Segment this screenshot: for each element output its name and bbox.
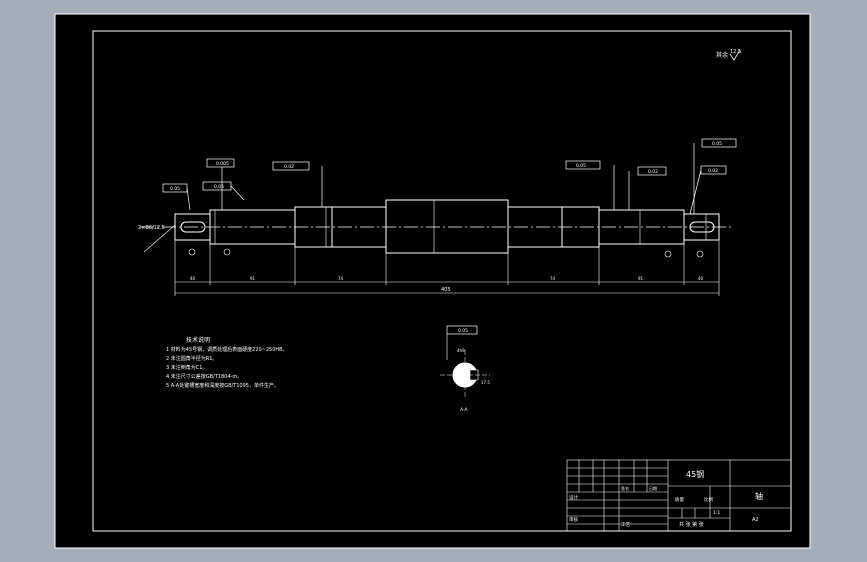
tol-5: 0.05 <box>576 163 586 169</box>
left-callout: 2×B6/12.5 <box>138 225 165 231</box>
spec-title: 技术说明 <box>186 336 210 344</box>
section-dim-1: 4h9 <box>457 348 465 353</box>
spec-line-2: 2 未注圆角半径为R1。 <box>166 355 217 362</box>
tol-6: 0.02 <box>648 169 658 175</box>
paper <box>54 13 811 549</box>
spec-line-3: 3 未注倒角为C1。 <box>166 364 207 371</box>
title-part-name: 轴 <box>755 491 763 501</box>
roughness-note-value: 12.5 <box>730 49 741 55</box>
technical-spec: 技术说明 1 材料为45号钢，调质处理后表面硬度220~250HB。 2 未注圆… <box>166 336 288 389</box>
tol-1: 0.05 <box>170 186 180 192</box>
title-material: 45钢 <box>686 469 704 479</box>
dim-seg-2: 91 <box>250 276 256 281</box>
title-drawing-no: A2 <box>752 517 759 523</box>
title-scale: 1:1 <box>713 510 720 516</box>
dim-seg-4: 74 <box>550 276 556 281</box>
tol-3: 0.005 <box>216 161 229 167</box>
section-tolerance-frame <box>446 325 478 335</box>
roughness-note-label: 其余 <box>716 51 728 59</box>
roughness-note: 其余 12.5 <box>716 49 741 61</box>
title-sign-col: 签名 <box>621 485 629 491</box>
spec-line-1: 1 材料为45号钢，调质处理后表面硬度220~250HB。 <box>166 346 288 353</box>
extension-lines <box>174 240 720 296</box>
tolerance-frames <box>162 138 737 215</box>
title-sheet-info: 共 张 第 张 <box>679 521 704 528</box>
roughness-symbol <box>729 49 741 61</box>
dim-seg-3: 74 <box>338 276 344 281</box>
dimension-lines <box>175 281 719 294</box>
spec-line-5: 5 A-A处键槽宽度和深度按GB/T1095，单件生产。 <box>166 382 279 389</box>
section-dim-2: 17.5 <box>481 380 490 385</box>
tol-7: 0.05 <box>712 141 722 147</box>
tol-8: 0.02 <box>708 168 718 174</box>
dim-seg-6: 40 <box>698 276 704 281</box>
dim-seg-5: 91 <box>638 276 644 281</box>
title-date-col: 日期 <box>649 485 657 491</box>
datum-markers <box>188 248 704 258</box>
drawing-frame <box>92 30 792 532</box>
tol-4: 0.02 <box>284 164 294 170</box>
section-tolerance: 0.05 <box>458 328 468 334</box>
title-scale-label: 比例 <box>704 496 713 503</box>
title-process: 工艺 <box>621 522 630 528</box>
diameter-dims <box>214 200 707 253</box>
dim-seg-1: 40 <box>190 276 196 281</box>
title-block <box>566 459 792 532</box>
dim-overall: 405 <box>441 287 451 293</box>
spec-line-4: 4 未注尺寸公差按GB/T1804-m。 <box>166 373 242 380</box>
title-designer: 设计 <box>569 494 578 501</box>
tol-2: 0.05 <box>214 184 224 190</box>
title-checker: 审核 <box>569 516 578 523</box>
title-mass-label: 质量 <box>675 496 684 503</box>
section-view: 0.05 4h9 17.5 A-A <box>440 325 490 413</box>
section-label: A-A <box>460 407 469 413</box>
left-callout-leader <box>143 224 176 253</box>
